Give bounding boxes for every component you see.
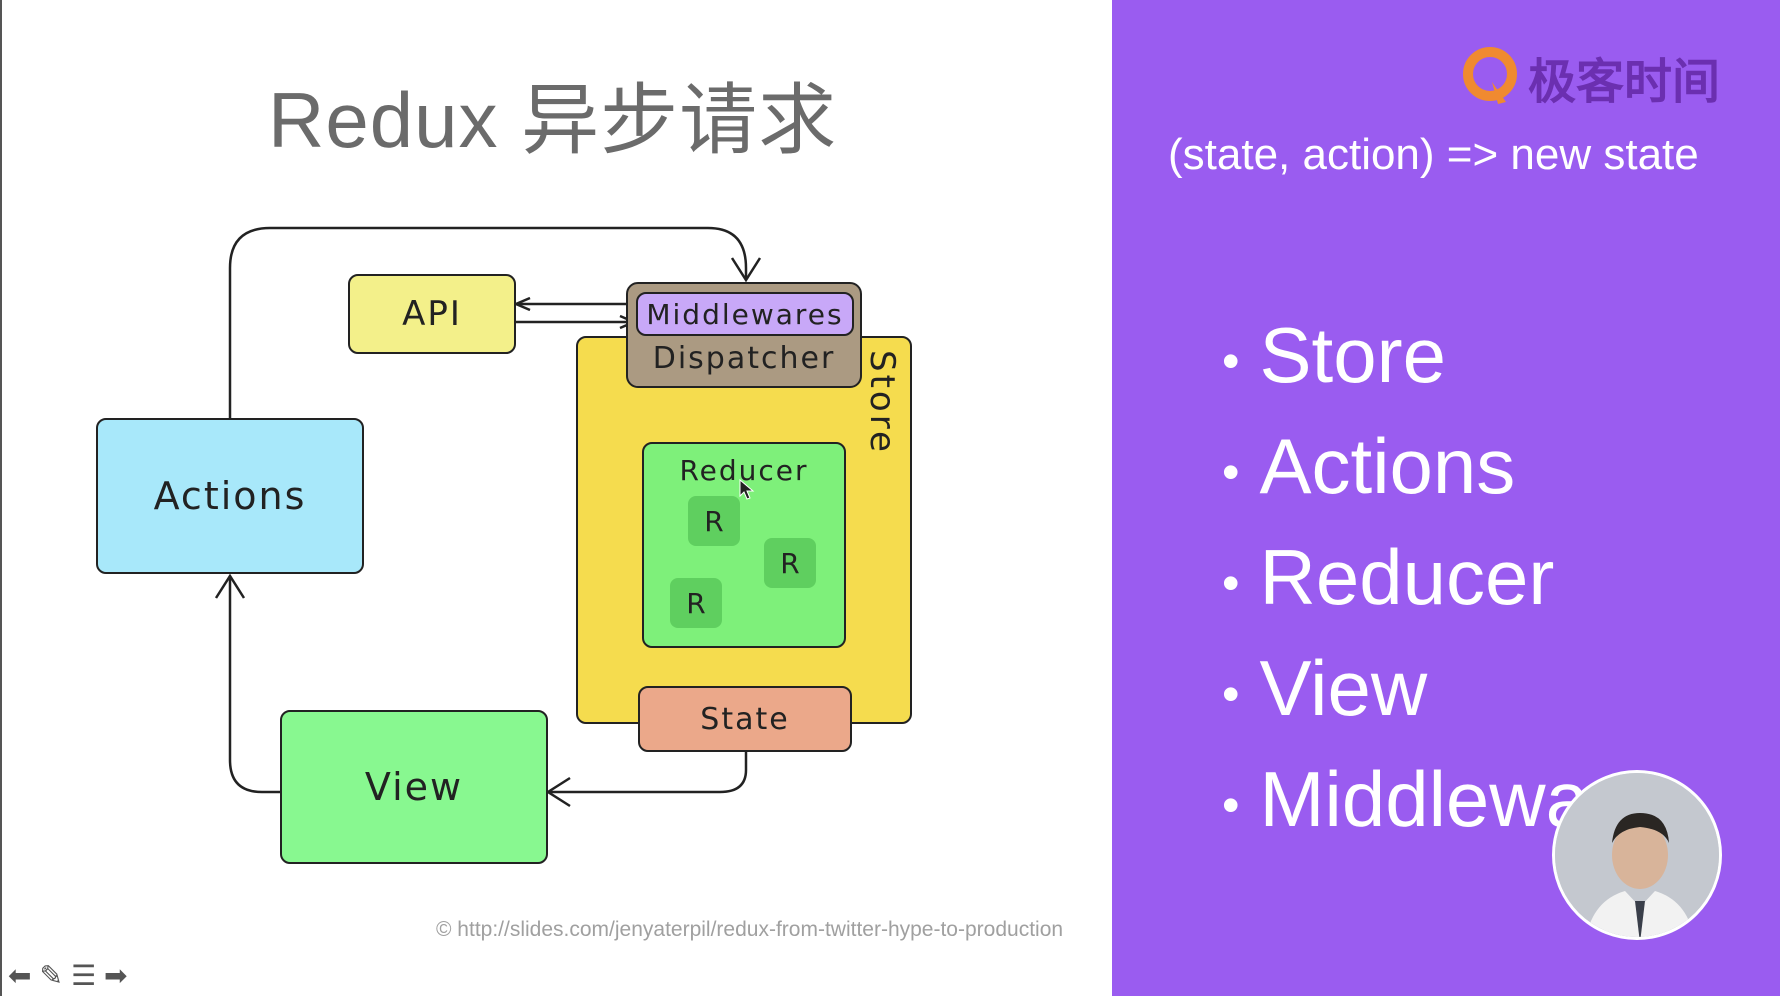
- state-label: State: [700, 701, 790, 737]
- bullet-text: Store: [1259, 311, 1446, 399]
- arrowhead-view: [545, 776, 571, 808]
- connector-view-to-actions: [228, 576, 280, 794]
- credit-link[interactable]: © http://slides.com/jenyaterpil/redux-fr…: [436, 918, 1064, 941]
- reducer-r-3: R: [670, 578, 722, 628]
- arrowhead-actions: [214, 573, 246, 599]
- bullet-text: View: [1259, 644, 1428, 732]
- pencil-icon[interactable]: ✎: [39, 959, 63, 992]
- bullet-text: Middlewa: [1259, 755, 1589, 843]
- view-box: View: [280, 710, 548, 864]
- bullet-text: Actions: [1259, 422, 1516, 510]
- actions-box: Actions: [96, 418, 364, 574]
- arrow-right-icon[interactable]: ➡: [104, 959, 128, 992]
- bullet-dot-icon: •: [1222, 555, 1240, 612]
- slide-navbar: ⬅ ✎ ☰ ➡: [8, 962, 128, 990]
- formula-text: (state, action) => new state: [1168, 130, 1699, 179]
- bullet-dot-icon: •: [1222, 444, 1240, 501]
- connector-state-to-view: [548, 752, 748, 794]
- menu-icon[interactable]: ☰: [70, 959, 97, 992]
- middlewares-box: Middlewares: [636, 292, 854, 336]
- bullet-text: Reducer: [1259, 533, 1555, 621]
- reducer-r-1: R: [688, 496, 740, 546]
- arrowhead-middlewares: [730, 257, 762, 283]
- bullet-dot-icon: •: [1222, 666, 1240, 723]
- bullet-dot-icon: •: [1222, 777, 1240, 834]
- bullet-item: • View: [1222, 643, 1589, 754]
- reducer-r-2: R: [764, 538, 816, 588]
- bullet-item: • Reducer: [1222, 532, 1589, 643]
- bullet-list: • Store • Actions • Reducer • View • Middlewa: [1222, 310, 1589, 865]
- api-box: API: [348, 274, 516, 354]
- presenter-avatar: [1552, 770, 1722, 940]
- slide-title: Redux 异步请求: [268, 76, 838, 164]
- r-label: R: [704, 504, 724, 538]
- reducer-label: Reducer: [679, 454, 809, 487]
- cursor-icon: [739, 478, 755, 500]
- bullet-item: • Store: [1222, 310, 1589, 421]
- actions-label: Actions: [153, 474, 307, 518]
- slide-area: Redux 异步请求: [0, 0, 1064, 996]
- dispatcher-label: Dispatcher: [652, 341, 836, 376]
- brand-logo: 极客时间: [1462, 42, 1720, 112]
- connector-actions-to-middlewares: [228, 226, 748, 418]
- geek-logo-icon: [1463, 47, 1517, 104]
- state-box: State: [638, 686, 852, 752]
- bullet-item: • Middlewa: [1222, 754, 1589, 865]
- middlewares-label: Middlewares: [646, 297, 844, 331]
- logo-text: 极客时间: [1528, 54, 1721, 110]
- view-label: View: [364, 765, 464, 809]
- bullet-item: • Actions: [1222, 421, 1589, 532]
- presenter-avatar-icon: [1555, 773, 1719, 937]
- store-label: Store: [862, 350, 902, 455]
- arrowhead-api: [512, 296, 531, 312]
- r-label: R: [780, 546, 800, 580]
- bullet-dot-icon: •: [1222, 333, 1240, 390]
- r-label: R: [686, 586, 706, 620]
- arrow-left-icon[interactable]: ⬅: [8, 959, 32, 992]
- api-label: API: [402, 294, 462, 334]
